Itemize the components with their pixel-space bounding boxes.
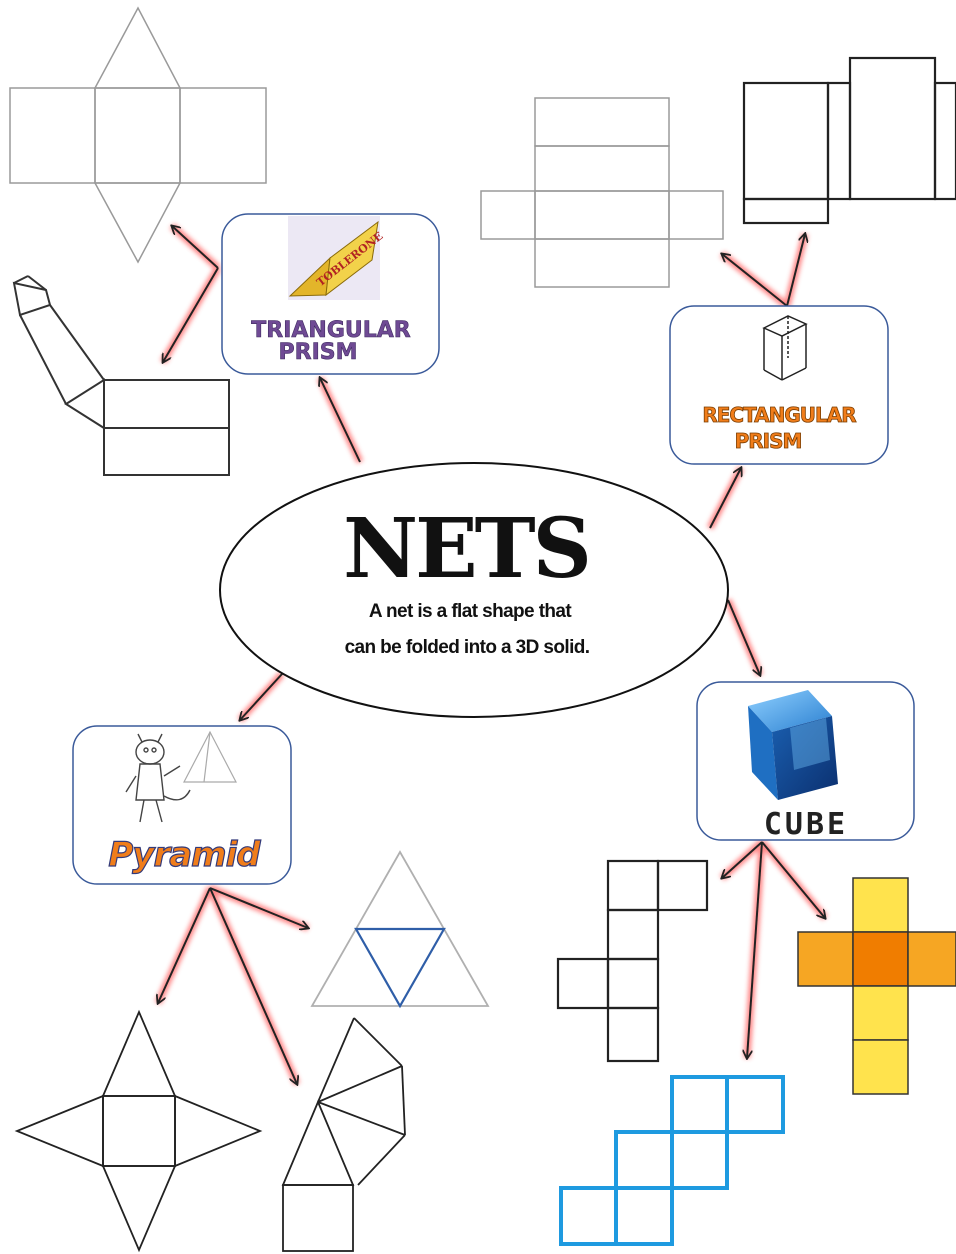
arrow-rectprism-net1 bbox=[722, 254, 788, 307]
rectangular-prism-label-line2: PRISM bbox=[735, 429, 802, 453]
arrow-pyramid-net3 bbox=[209, 887, 297, 1084]
pyramid-net-square-star bbox=[14, 1009, 263, 1253]
arrow-cube-net3 bbox=[747, 841, 763, 1058]
pyramid-node: Pyramid bbox=[72, 725, 292, 885]
rectangular-prism-label-line1: RECTANGULAR bbox=[702, 403, 856, 427]
rectangular-prism-node: RECTANGULAR PRISM bbox=[669, 305, 889, 465]
definition-line-1: A net is a flat shape that bbox=[369, 601, 573, 622]
triangular-prism-label-line2: PRISM bbox=[279, 340, 358, 365]
center-ellipse bbox=[219, 462, 729, 718]
triangular-prism-net-folded bbox=[12, 275, 230, 476]
pyramid-net-fan bbox=[281, 1017, 406, 1252]
pyramid-label: Pyramid bbox=[108, 835, 261, 875]
arrow-center-triprism bbox=[320, 378, 361, 463]
pyramid-icon bbox=[183, 730, 237, 783]
cube-label: CUBE bbox=[764, 807, 848, 842]
cube-net-blue-staircase bbox=[559, 1075, 785, 1246]
triangular-prism-net-cross bbox=[9, 6, 267, 264]
arrows bbox=[154, 223, 828, 1084]
arrow-pyramid-net1 bbox=[209, 887, 308, 928]
cube-net-color-cross bbox=[797, 877, 956, 1095]
cube-net-black bbox=[556, 859, 709, 1063]
rectangular-prism-net-cross bbox=[480, 97, 724, 288]
arrow-center-cube bbox=[727, 599, 760, 675]
arrow-cube-net1 bbox=[722, 841, 763, 878]
definition-line-2: can be folded into a 3D solid. bbox=[345, 637, 590, 658]
arrow-triprism-net1 bbox=[172, 226, 219, 269]
arrow-center-rectprism bbox=[709, 468, 741, 529]
rectangular-prism-icon bbox=[762, 315, 808, 381]
cube-node: CUBE bbox=[696, 681, 915, 842]
triangular-prism-label-line1: TRIANGULAR bbox=[251, 318, 411, 343]
rectangular-prism-net-strip bbox=[742, 56, 956, 225]
arrow-pyramid-net2 bbox=[158, 887, 211, 1003]
triangular-prism-node: TOBLERONE TRIANGULAR PRISM bbox=[221, 213, 440, 375]
arrow-rectprism-net2 bbox=[786, 234, 805, 307]
center-node: NETS A net is a flat shape that can be f… bbox=[219, 462, 729, 718]
nets-title: NETS bbox=[343, 501, 589, 597]
arrow-center-pyramid bbox=[240, 673, 283, 720]
arrow-triprism-net2 bbox=[163, 267, 219, 362]
cartoon-cat-icon bbox=[125, 733, 191, 823]
pyramid-net-triangle bbox=[310, 850, 490, 1009]
cube-icon bbox=[748, 690, 838, 800]
arrow-cube-net2 bbox=[761, 841, 825, 918]
